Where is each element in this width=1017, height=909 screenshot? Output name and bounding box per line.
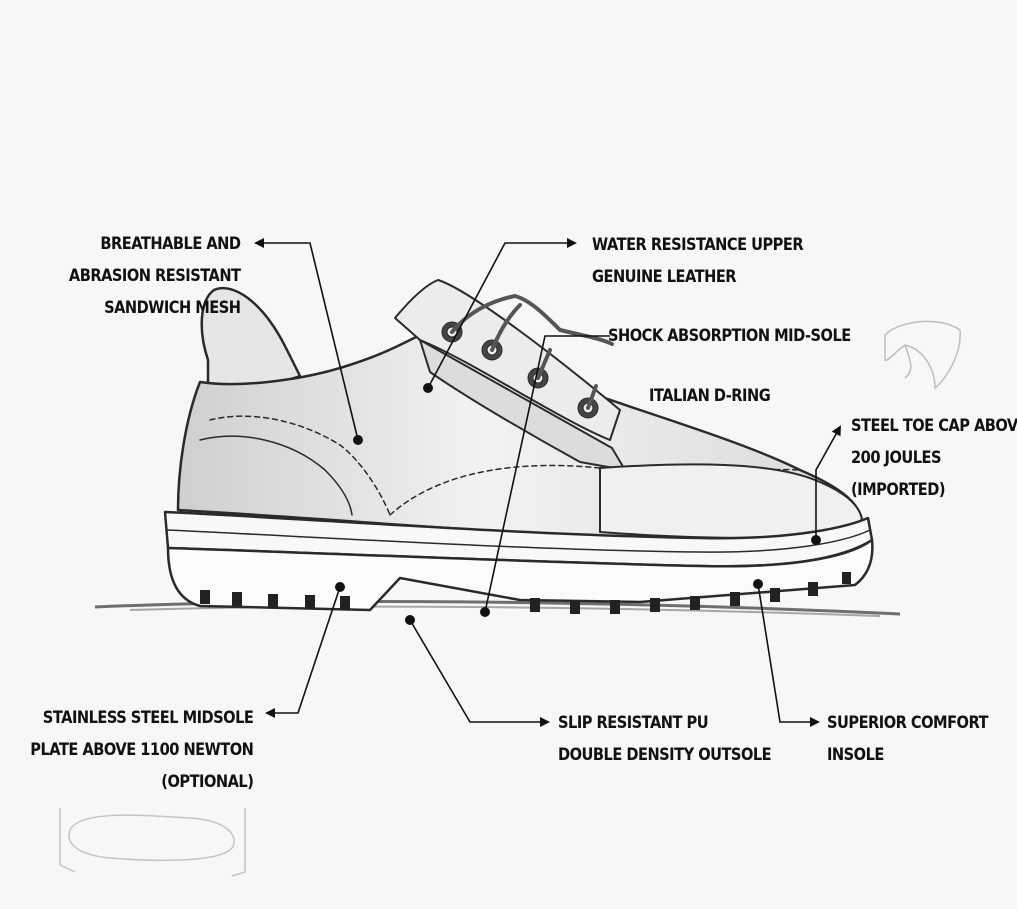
label-dring: ITALIAN D-RING bbox=[649, 386, 771, 406]
eyestay bbox=[419, 339, 626, 471]
label-outsole: SLIP RESISTANT PU DOUBLE DENSITY OUTSOLE bbox=[558, 713, 772, 765]
laces bbox=[450, 294, 614, 410]
outsole bbox=[166, 538, 874, 612]
leader-upper bbox=[427, 238, 577, 389]
leader-plate bbox=[265, 586, 341, 718]
leader-lines bbox=[254, 238, 841, 727]
toe-cap bbox=[599, 463, 863, 539]
leader-insole bbox=[757, 583, 820, 727]
label-midsole: SHOCK ABSORPTION MID-SOLE bbox=[608, 326, 851, 346]
leader-dots bbox=[335, 383, 821, 625]
label-plate: STAINLESS STEEL MIDSOLE PLATE ABOVE 1100… bbox=[29, 708, 254, 792]
outsole-lugs bbox=[200, 572, 851, 614]
leader-mesh bbox=[254, 238, 359, 441]
tongue bbox=[394, 279, 621, 441]
label-toecap: STEEL TOE CAP ABOVE 200 JOULES (IMPORTED… bbox=[851, 416, 1017, 500]
leader-toecap bbox=[815, 425, 841, 540]
label-upper: WATER RESISTANCE UPPER GENUINE LEATHER bbox=[592, 235, 804, 287]
leader-midsole bbox=[484, 335, 610, 613]
ground-shadow bbox=[94, 600, 901, 617]
toe-cap-inset-sketch bbox=[884, 320, 961, 390]
label-mesh: BREATHABLE AND ABRASION RESISTANT SANDWI… bbox=[69, 234, 241, 318]
label-insole: SUPERIOR COMFORT INSOLE bbox=[827, 713, 989, 765]
shoe-illustration bbox=[163, 279, 874, 614]
leader-outsole bbox=[409, 619, 550, 727]
insole-inset-sketch bbox=[59, 808, 246, 877]
